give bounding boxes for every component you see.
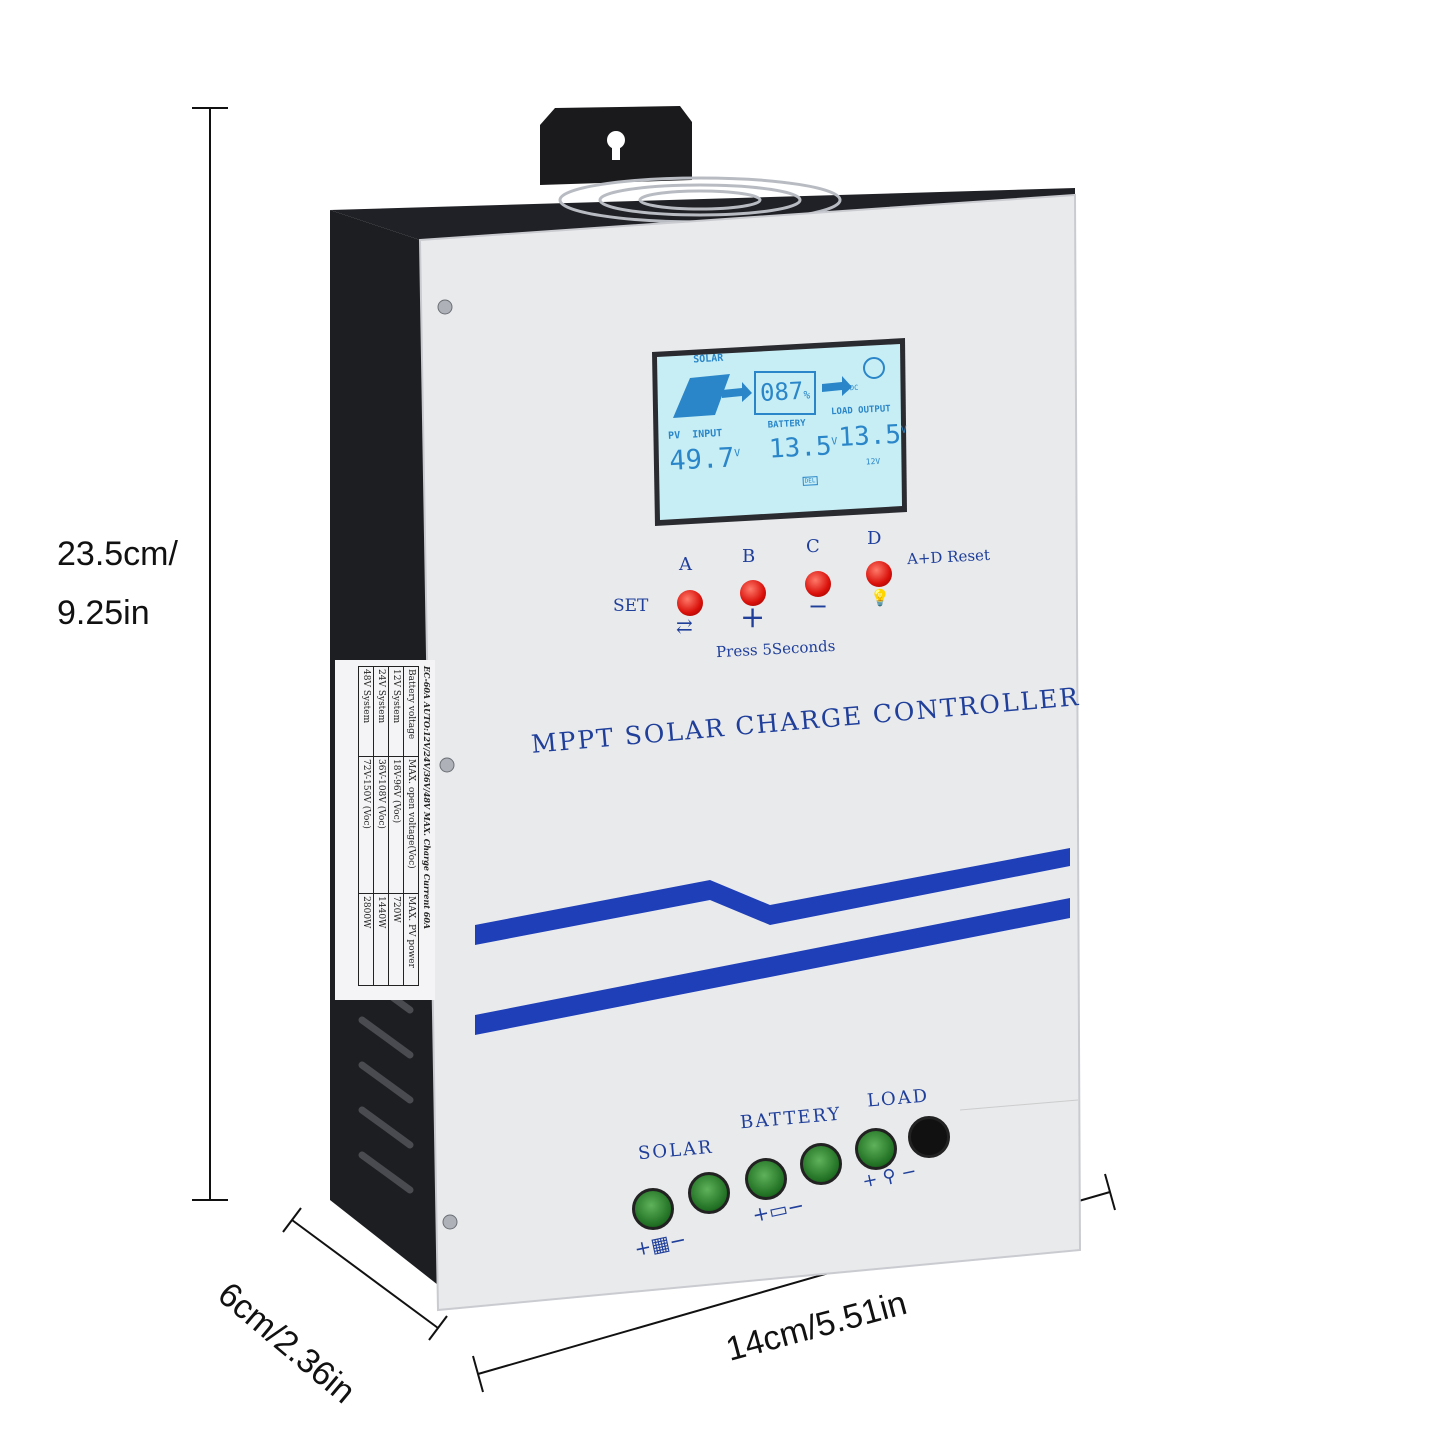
button-a-label: A — [679, 554, 692, 575]
height-cm: 23.5cm/ — [57, 535, 178, 573]
lcd-system-voltage: 12V — [865, 456, 881, 467]
load-positive-terminal[interactable] — [855, 1128, 897, 1170]
bulb-icon: 💡 — [870, 588, 890, 607]
blue-stripe-bottom — [475, 898, 1070, 1035]
spec-table-row: 12V System 18V-96V (Voc) 720W — [388, 666, 404, 986]
percent-sign: % — [803, 388, 811, 402]
arrow-right-icon — [822, 376, 852, 396]
unit-v: V — [831, 436, 838, 448]
table-cell: 72V-150V (Voc) — [358, 756, 374, 894]
spec-label: EC-60A AUTO:12V/24V/36V/48V MAX. Charge … — [335, 660, 435, 1000]
battery-positive-terminal[interactable] — [745, 1158, 787, 1200]
bulb-icon — [863, 357, 885, 379]
height-in: 9.25in — [57, 594, 150, 632]
plus-symbol: + — [740, 600, 766, 635]
table-cell: 720W — [388, 893, 404, 986]
button-c-label: C — [806, 536, 820, 557]
header-cell: MAX. PV power — [403, 893, 419, 986]
lcd-pv-voltage: 49.7V — [668, 442, 742, 477]
set-label: SET — [613, 596, 649, 616]
swap-arrows-icon: ⇄ — [676, 614, 693, 638]
spec-label-title: EC-60A AUTO:12V/24V/36V/48V MAX. Charge … — [422, 666, 432, 930]
solar-panel-icon — [673, 374, 730, 418]
table-cell: 1440W — [373, 893, 389, 986]
load-negative-terminal[interactable] — [908, 1116, 950, 1158]
button-d-load[interactable] — [866, 561, 892, 587]
lcd-del-label: DEL — [802, 476, 818, 486]
screw-icon — [442, 1214, 458, 1230]
lcd-dc-label: DC — [849, 383, 859, 393]
button-b-label: B — [742, 546, 756, 567]
height-label: 23.5cm/ 9.25in — [57, 535, 178, 633]
battery-voltage-value: 13.5 — [768, 431, 833, 465]
table-cell: 36V-108V (Voc) — [373, 756, 389, 894]
arrow-right-icon — [722, 382, 752, 402]
lcd-solar-label: SOLAR — [692, 352, 724, 366]
table-cell: 18V-96V (Voc) — [388, 756, 404, 894]
table-cell: 2800W — [358, 893, 374, 986]
battery-icon — [754, 371, 816, 415]
lcd-battery-percent: 087% — [759, 376, 810, 407]
table-cell: 12V System — [388, 666, 404, 757]
table-cell: 24V System — [373, 666, 389, 757]
minus-symbol: − — [808, 592, 829, 620]
table-cell: 48V System — [358, 666, 374, 757]
unit-v: V — [900, 424, 908, 437]
load-voltage-value: 13.5 — [837, 419, 902, 453]
screw-icon — [439, 757, 455, 773]
button-d-label: D — [867, 528, 882, 549]
battery-negative-terminal[interactable] — [800, 1143, 842, 1185]
spec-table: Battery voltage MAX. open voltage(Voc) M… — [358, 666, 419, 986]
button-b-plus[interactable] — [740, 580, 766, 606]
button-c-minus[interactable] — [805, 571, 831, 597]
screw-icon — [437, 299, 453, 315]
spec-table-row: 24V System 36V-108V (Voc) 1440W — [373, 666, 389, 986]
button-a-set[interactable] — [677, 590, 703, 616]
header-cell: MAX. open voltage(Voc) — [403, 756, 419, 894]
spec-table-header: Battery voltage MAX. open voltage(Voc) M… — [403, 666, 419, 986]
solar-negative-terminal[interactable] — [688, 1172, 730, 1214]
battery-percent-value: 087 — [759, 376, 805, 407]
spec-table-row: 48V System 72V-150V (Voc) 2800W — [358, 666, 374, 986]
header-cell: Battery voltage — [403, 666, 419, 757]
solar-positive-terminal[interactable] — [632, 1188, 674, 1230]
lcd-load-voltage: 13.5V — [838, 419, 908, 453]
lcd-battery-label: BATTERY — [767, 418, 806, 431]
lcd-battery-voltage: 13.5V — [768, 431, 838, 465]
depth-dimension-line — [291, 1219, 439, 1329]
pv-voltage-value: 49.7 — [668, 442, 736, 477]
unit-v: V — [733, 448, 741, 460]
